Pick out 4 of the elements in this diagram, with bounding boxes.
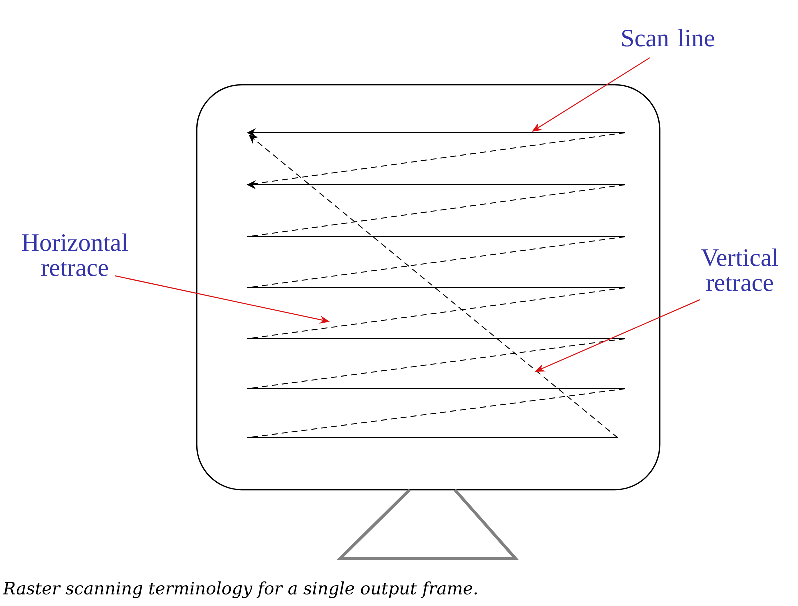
- callout-text: Scan line: [622, 29, 714, 47]
- caption: Raster scanning terminology for a single output frame.: [2, 582, 478, 598]
- callout-text: Vertical retrace: [701, 248, 778, 292]
- callout-text: Horizontal retrace: [22, 234, 128, 276]
